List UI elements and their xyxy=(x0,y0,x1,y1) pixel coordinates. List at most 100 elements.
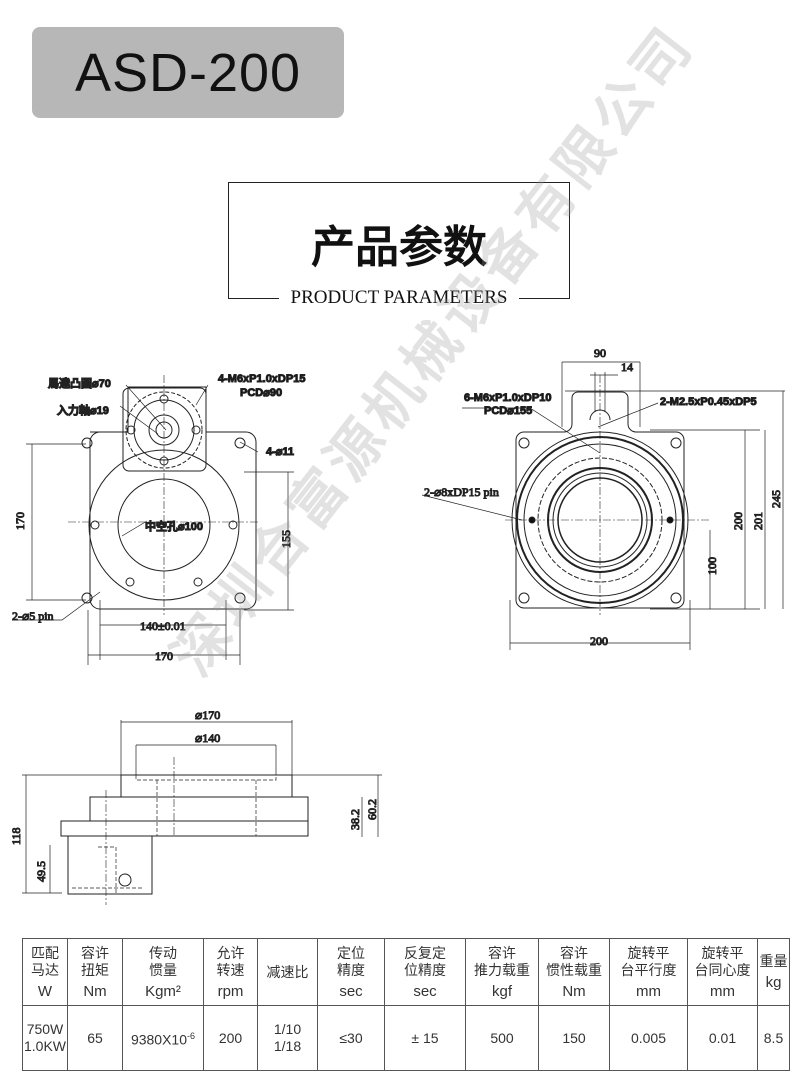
dim-155: 155 xyxy=(279,530,293,548)
header-cell: 重量 kg xyxy=(757,938,790,1006)
cell-value: 0.005 xyxy=(630,1029,667,1046)
header-label: 反复定位精度 xyxy=(404,944,446,978)
label-pins: 2-⌀5 pin xyxy=(12,609,54,623)
value-cell: 8.5 xyxy=(757,1005,790,1071)
dim-200-vertical: 200 xyxy=(731,512,745,530)
header-cell: 旋转平台同心度 mm xyxy=(687,938,758,1006)
header-label: 旋转平台同心度 xyxy=(694,944,751,978)
label-tap-holes-top: 6-M6xP1.0xDP10 xyxy=(464,392,551,404)
dim-170-vertical: 170 xyxy=(13,512,27,530)
side-view-drawing xyxy=(22,720,382,905)
label-hollow-hole: 中空孔⌀100 xyxy=(145,519,203,533)
header-cell: 容许推力载重 kgf xyxy=(465,938,539,1006)
header-label: 传动惯量 xyxy=(149,944,177,978)
header-label: 定位精度 xyxy=(337,944,365,978)
model-title: ASD-200 xyxy=(74,42,302,103)
cell-value: 8.5 xyxy=(763,1029,784,1046)
header-cell: 传动惯量 Kgm² xyxy=(122,938,204,1006)
cell-value: 500 xyxy=(490,1029,514,1046)
value-cell: ≤30 xyxy=(317,1005,385,1071)
label-motor-boss: 馬達凸圓⌀70 xyxy=(48,376,111,390)
cell-value: 0.01 xyxy=(708,1029,737,1046)
technical-drawings: 馬達凸圓⌀70 入力軸⌀19 4-M6xP1.0xDP15 PCD⌀90 4-⌀… xyxy=(9,346,785,905)
cell-value: 150 xyxy=(562,1029,586,1046)
cell-value: 200 xyxy=(218,1029,243,1046)
label-input-shaft: 入力軸⌀19 xyxy=(57,403,109,417)
value-cell: 500 xyxy=(465,1005,539,1071)
dim-38-2: 38.2 xyxy=(348,809,362,830)
header-unit: Nm xyxy=(83,982,107,1000)
dim-245: 245 xyxy=(769,490,783,508)
dim-201: 201 xyxy=(751,512,765,530)
dim-200-horizontal: 200 xyxy=(590,634,608,648)
header-unit: mm xyxy=(710,982,735,1000)
header-label: 容许推力载重 xyxy=(474,944,530,978)
header-unit: W xyxy=(37,982,53,1000)
header-label: 旋转平台平行度 xyxy=(620,944,677,978)
top-view-drawing xyxy=(421,361,785,650)
header-cell: 减速比 xyxy=(257,938,318,1006)
label-tap-holes: 4-M6xP1.0xDP15 xyxy=(218,373,305,385)
value-cell: 9380X10-6 xyxy=(122,1005,204,1071)
header-label: 减速比 xyxy=(266,963,309,980)
cell-value: ± 15 xyxy=(411,1029,439,1046)
label-small-tap: 2-M2.5xP0.45xDP5 xyxy=(660,396,757,408)
cell-value: 9380X10 xyxy=(130,1031,188,1048)
value-cell: ± 15 xyxy=(384,1005,466,1071)
label-mount-holes: 4-⌀11 xyxy=(266,446,294,458)
header-unit: rpm xyxy=(217,982,244,1000)
value-cell: 65 xyxy=(67,1005,123,1071)
label-pins-top: 2-⌀8xDP15 pin xyxy=(424,485,499,499)
dim-100: 100 xyxy=(705,557,719,575)
header-cell: 容许扭矩 Nm xyxy=(67,938,123,1006)
dim-170-horizontal: 170 xyxy=(155,649,173,663)
header-cell: 旋转平台平行度 mm xyxy=(609,938,688,1006)
header-unit: mm xyxy=(636,982,661,1000)
section-title-en: PRODUCT PARAMETERS xyxy=(279,287,519,309)
header-cell: 定位精度 sec xyxy=(317,938,385,1006)
header-cell: 匹配马达 W xyxy=(22,938,68,1006)
dim-d170: ⌀170 xyxy=(195,708,220,722)
inertia-exponent: -6 xyxy=(187,1030,196,1041)
header-unit: sec xyxy=(413,982,437,1000)
header-unit: kg xyxy=(765,974,782,991)
header-unit: Nm xyxy=(562,982,586,1000)
cell-value: 65 xyxy=(87,1029,103,1046)
cell-value: ≤30 xyxy=(339,1029,363,1046)
dim-90: 90 xyxy=(594,346,606,360)
header-label: 匹配马达 xyxy=(31,944,59,978)
label-tap-pcd-top: PCD⌀155 xyxy=(484,405,532,417)
header-cell: 容许惯性载重 Nm xyxy=(538,938,610,1006)
header-label: 重量 xyxy=(759,953,788,969)
section-title-cn: 产品参数 xyxy=(311,222,487,273)
header-label: 容许扭矩 xyxy=(81,944,109,978)
value-cell: 200 xyxy=(203,1005,258,1071)
dim-14: 14 xyxy=(621,360,633,374)
front-view-drawing xyxy=(12,375,294,665)
section-header: 产品参数 PRODUCT PARAMETERS xyxy=(228,182,570,309)
value-cell: 0.01 xyxy=(687,1005,758,1071)
value-cell: 150 xyxy=(538,1005,610,1071)
dim-60-2: 60.2 xyxy=(365,799,379,820)
dim-140: 140±0.01 xyxy=(140,619,186,633)
value-cell: 0.005 xyxy=(609,1005,688,1071)
header-cell: 允许转速 rpm xyxy=(203,938,258,1006)
dim-49-5: 49.5 xyxy=(34,861,48,882)
header-label: 允许转速 xyxy=(216,944,245,978)
header-label: 容许惯性载重 xyxy=(546,944,602,978)
dim-d140: ⌀140 xyxy=(195,731,220,745)
model-title-box: ASD-200 xyxy=(32,27,344,118)
header-unit: sec xyxy=(339,982,363,1000)
label-tap-pcd: PCD⌀90 xyxy=(240,387,282,399)
dim-118: 118 xyxy=(9,827,23,845)
header-cell: 反复定位精度 sec xyxy=(384,938,466,1006)
header-unit: Kgm² xyxy=(145,982,181,1000)
header-unit: kgf xyxy=(491,982,512,1000)
